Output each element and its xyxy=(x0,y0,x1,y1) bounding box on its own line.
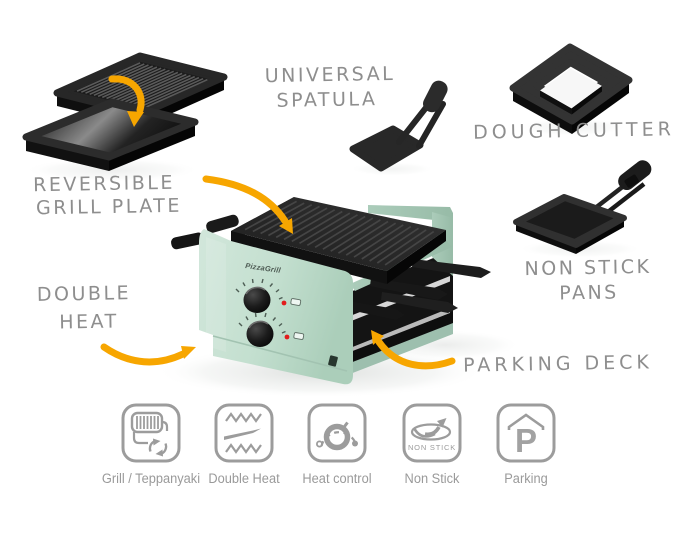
callout-universal-spatula-line2: SPATULA xyxy=(276,88,378,112)
non-stick-pan-image xyxy=(513,160,652,254)
feature-double-heat: Double Heat xyxy=(189,402,299,486)
callout-reversible-line1: REVERSIBLE xyxy=(32,171,176,197)
feature-grill-teppanyaki: Grill / Teppanyaki xyxy=(96,402,206,486)
callout-nonstick-line2: PANS xyxy=(559,281,619,305)
feature-label: Parking xyxy=(504,471,548,486)
parking-icon: P xyxy=(496,403,556,463)
feature-heat-control: Heat control xyxy=(282,402,392,486)
parking-icon-text: P xyxy=(515,422,537,459)
double-heat-icon xyxy=(214,403,274,463)
callout-dough-cutter: DOUGH CUTTER xyxy=(472,118,676,144)
feature-label: Grill / Teppanyaki xyxy=(101,471,201,486)
reversible-grill-plate-image xyxy=(22,52,228,171)
dough-cutter-image xyxy=(509,43,633,134)
callout-parking-deck: PARKING DECK xyxy=(462,351,654,377)
callout-nonstick-line1: NON STICK xyxy=(524,255,652,281)
universal-spatula-image xyxy=(349,80,448,172)
lower-knob xyxy=(238,312,305,347)
non-stick-icon: NON STICK xyxy=(402,403,462,463)
heat-control-icon xyxy=(307,403,367,463)
flip-arrow xyxy=(108,75,145,127)
grill-appliance-image: PizzaGrill xyxy=(171,197,491,385)
upper-knob xyxy=(235,278,302,313)
feature-label: Double Heat xyxy=(208,471,280,486)
feature-label: Heat control xyxy=(302,471,372,486)
grill-flip-icon xyxy=(121,403,181,463)
feature-parking: P Parking xyxy=(471,402,581,486)
callout-arrows xyxy=(100,175,456,370)
non-stick-icon-text: NON STICK xyxy=(408,443,456,452)
feature-non-stick: NON STICK Non Stick xyxy=(377,402,487,486)
callout-universal-spatula-line1: UNIVERSAL xyxy=(264,62,396,88)
callout-double-heat-line2: HEAT xyxy=(59,310,119,334)
feature-label: Non Stick xyxy=(404,471,460,486)
callout-reversible-line2: GRILL PLATE xyxy=(35,194,183,220)
callout-double-heat-line1: DOUBLE xyxy=(36,282,132,306)
